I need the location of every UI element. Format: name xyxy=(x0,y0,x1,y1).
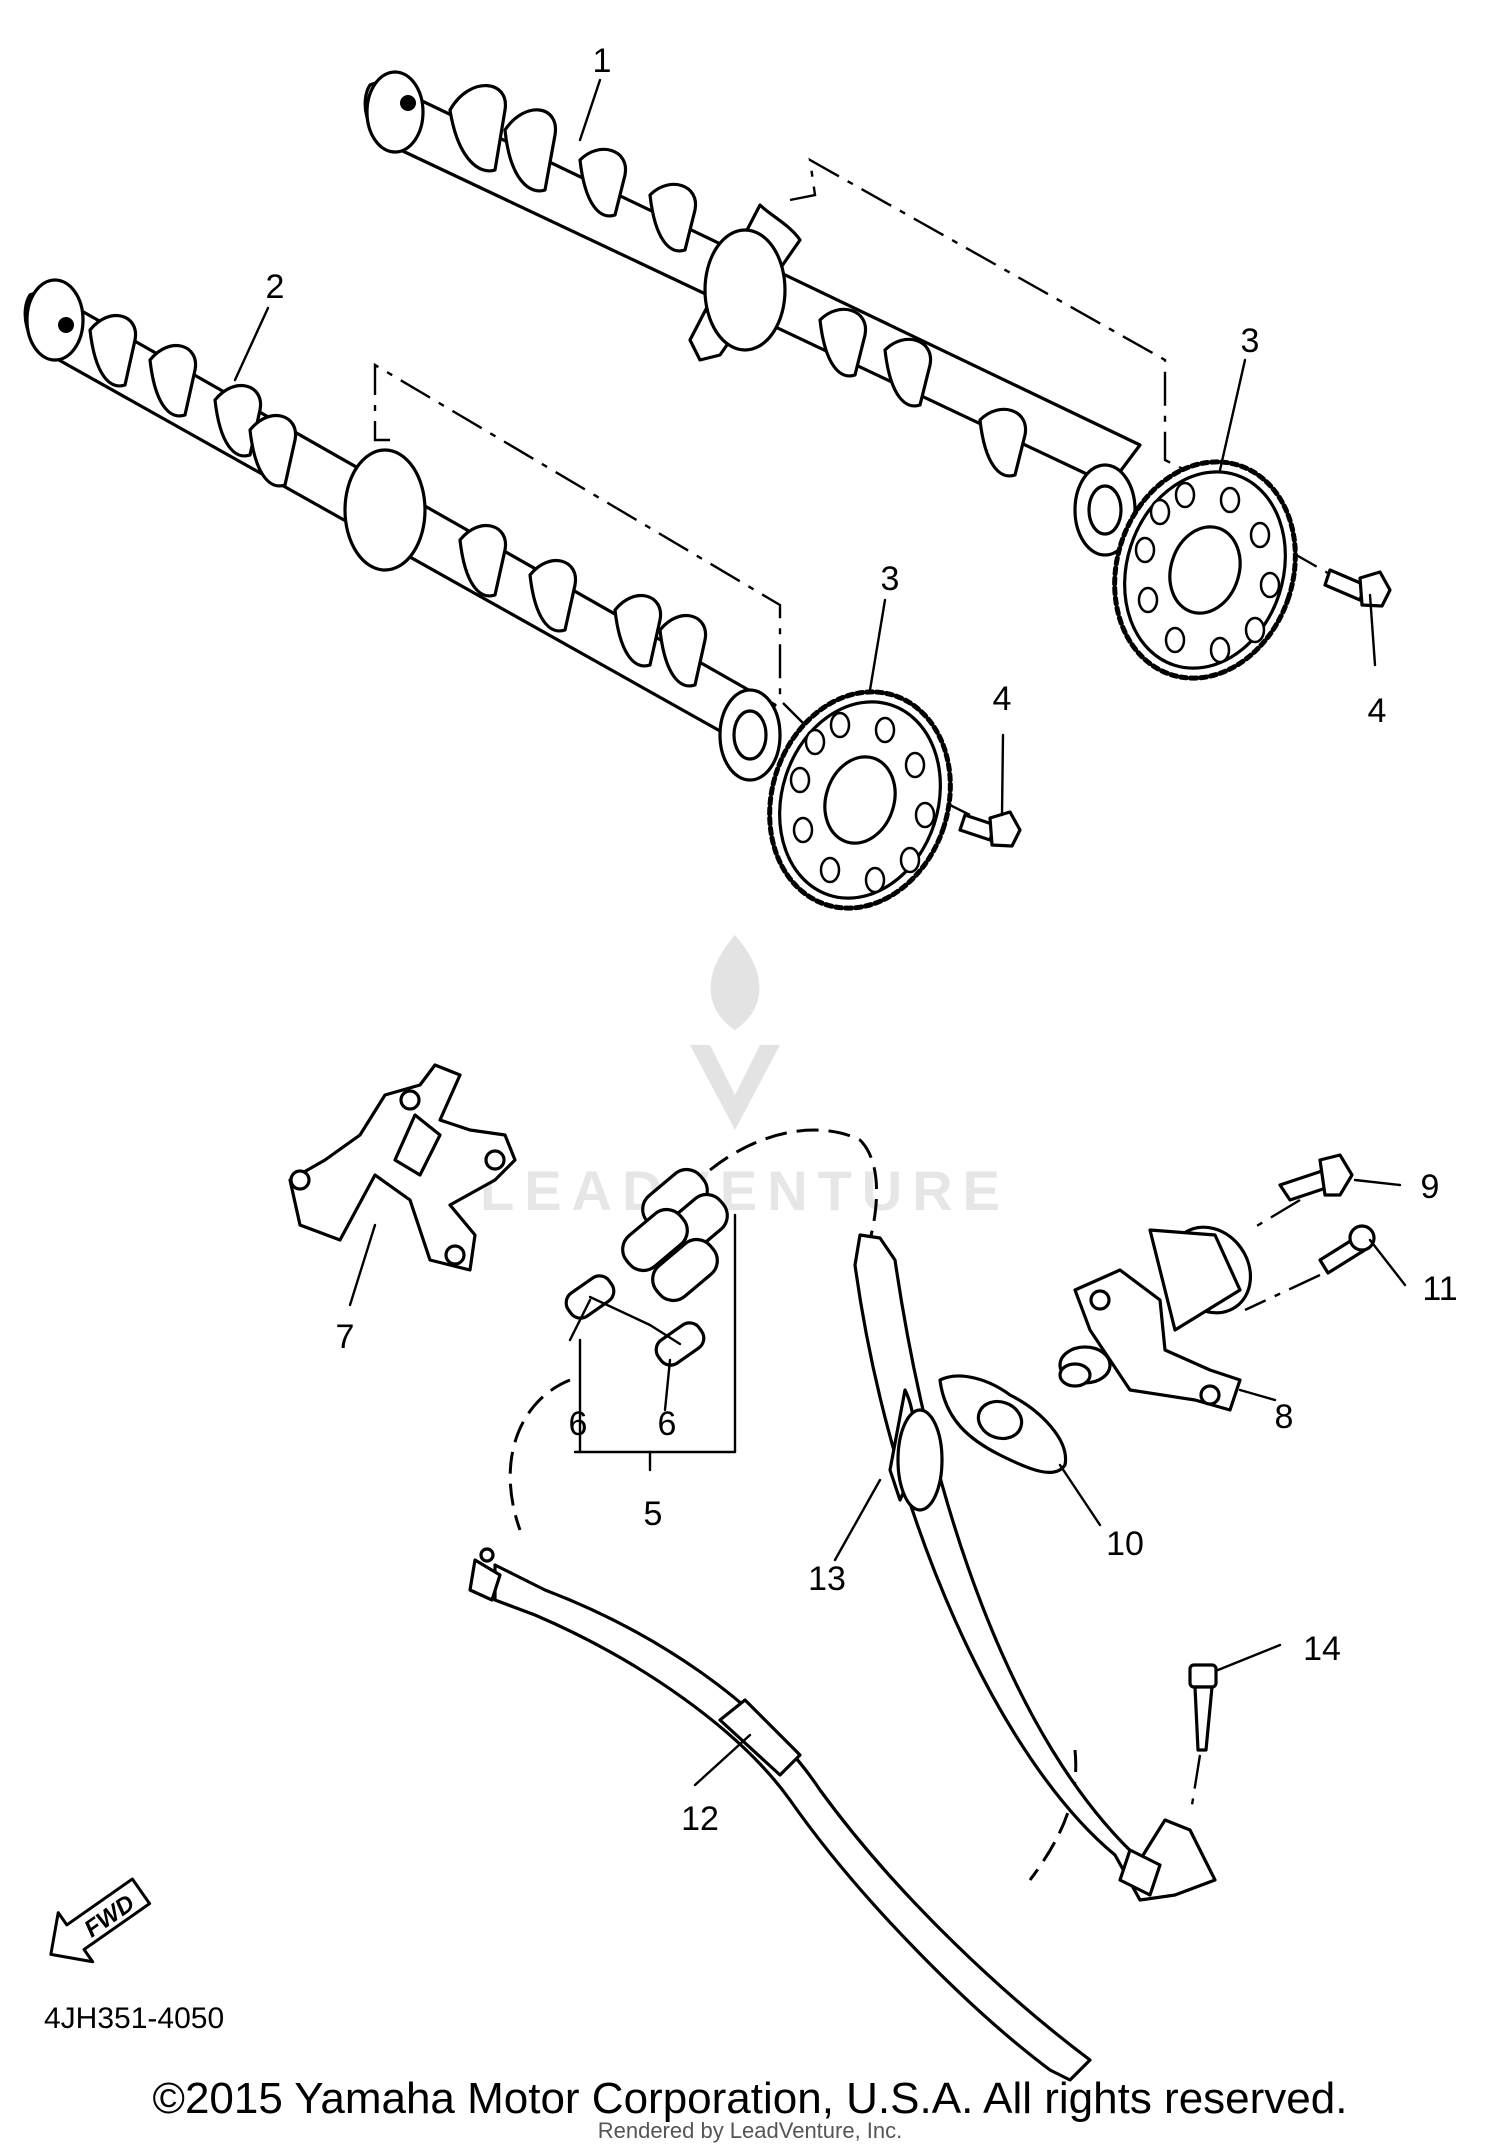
callout-6a: 6 xyxy=(569,1405,588,1443)
guide-bolt xyxy=(1188,1663,1218,1752)
callout-9: 9 xyxy=(1421,1168,1440,1206)
callout-8: 8 xyxy=(1275,1398,1294,1436)
callout-7: 7 xyxy=(336,1318,355,1356)
camshaft-exhaust xyxy=(23,278,782,782)
callout-10: 10 xyxy=(1106,1525,1144,1563)
leadventure-watermark: LEADVENTURE xyxy=(480,935,1010,1222)
timing-chain xyxy=(508,1128,1078,1881)
callout-11: 11 xyxy=(1422,1270,1457,1308)
guide-line-guide-bolt xyxy=(1190,1754,1202,1806)
chain-guide-rear xyxy=(853,1233,1217,1902)
diagram-code: 4JH351-4050 xyxy=(44,2002,225,2035)
chain-guide-front xyxy=(468,1547,1092,2082)
callout-4b: 4 xyxy=(993,680,1012,718)
sprocket-bolt-upper xyxy=(1323,568,1392,608)
callout-6b: 6 xyxy=(658,1405,677,1443)
chain-tensioner xyxy=(1058,1225,1253,1412)
rendered-by: Rendered by LeadVenture, Inc. xyxy=(597,2118,903,2143)
tensioner-screw xyxy=(1318,1224,1376,1275)
callout-numbers: 1 2 3 3 4 4 5 6 6 7 8 9 10 11 12 13 14 xyxy=(266,42,1458,1838)
callout-14: 14 xyxy=(1303,1630,1341,1668)
tensioner-gasket xyxy=(938,1374,1068,1475)
guide-line-lower xyxy=(373,362,816,736)
callout-13: 13 xyxy=(808,1560,846,1598)
callout-5: 5 xyxy=(644,1495,663,1533)
fwd-arrow: FWD xyxy=(49,1877,152,1964)
tensioner-bolt xyxy=(1278,1153,1354,1202)
guide-line-upper xyxy=(789,157,1206,482)
callout-1: 1 xyxy=(593,42,612,80)
guide-line-tensioner-screw xyxy=(1244,1273,1321,1312)
copyright-notice: ©2015 Yamaha Motor Corporation, U.S.A. A… xyxy=(152,2074,1348,2123)
callout-4a: 4 xyxy=(1368,692,1387,730)
callout-2: 2 xyxy=(266,268,285,306)
cam-sprocket-lower xyxy=(767,689,953,911)
camshaft-intake xyxy=(363,70,1142,557)
callout-12: 12 xyxy=(681,1800,719,1838)
callout-3a: 3 xyxy=(1241,322,1260,360)
cam-sprocket-upper xyxy=(1112,459,1298,681)
sprocket-bolt-lower xyxy=(958,810,1022,848)
leader-lines xyxy=(233,78,1407,1787)
watermark-text: LEADVENTURE xyxy=(480,1159,1010,1222)
callout-3b: 3 xyxy=(881,560,900,598)
chain-guide-top xyxy=(288,1063,517,1272)
guide-line-tensioner-bolt xyxy=(1249,1198,1301,1232)
